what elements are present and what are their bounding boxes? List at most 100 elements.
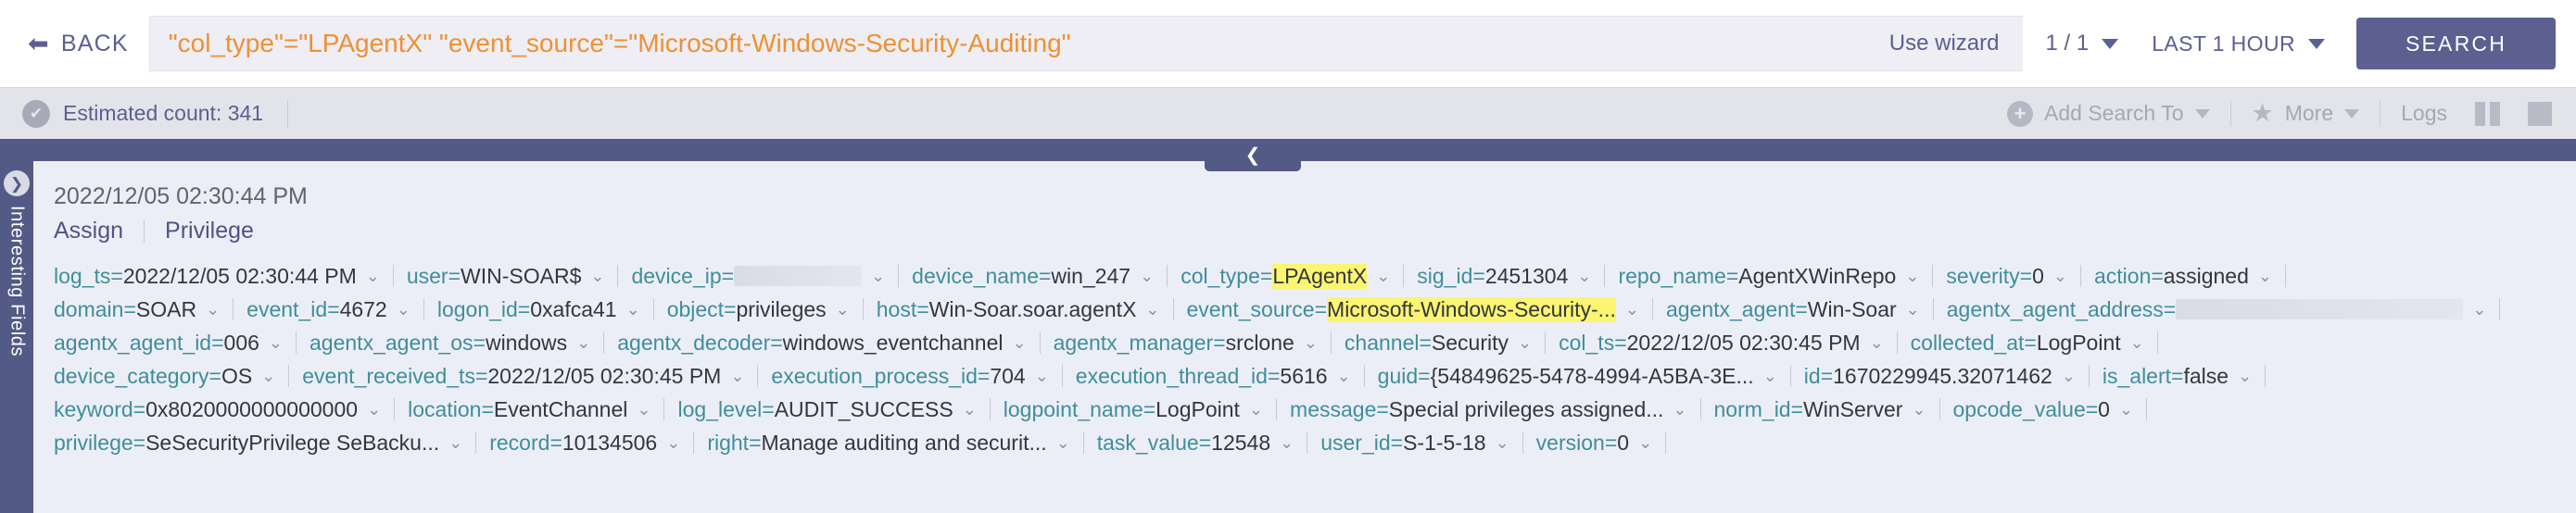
field-chip-device_category[interactable]: device_category=OS⌄ xyxy=(54,364,275,389)
use-wizard-link[interactable]: Use wizard xyxy=(1888,31,2000,56)
chevron-down-icon[interactable]: ⌄ xyxy=(1673,400,1687,419)
field-chip-host[interactable]: host=Win-Soar.soar.agentX⌄ xyxy=(877,297,1160,322)
chevron-down-icon[interactable]: ⌄ xyxy=(2257,267,2272,285)
chevron-down-icon[interactable]: ⌄ xyxy=(365,267,380,285)
search-query-input[interactable]: "col_type"="LPAgentX" "event_source"="Mi… xyxy=(168,29,1071,57)
field-chip-agentx_agent_address[interactable]: agentx_agent_address=⌄ xyxy=(1947,297,2487,322)
chevron-down-icon[interactable]: ⌄ xyxy=(1055,433,1070,452)
interesting-fields-sidebar[interactable]: ❯ Interesting Fields xyxy=(0,161,33,513)
field-chip-agentx_decoder[interactable]: agentx_decoder=windows_eventchannel⌄ xyxy=(617,331,1026,356)
field-chip-object[interactable]: object=privileges⌄ xyxy=(667,297,850,322)
chevron-down-icon[interactable]: ⌄ xyxy=(1912,400,1926,419)
chevron-down-icon[interactable]: ⌄ xyxy=(730,367,745,385)
chevron-down-icon[interactable]: ⌄ xyxy=(1376,267,1391,285)
field-chip-execution_process_id[interactable]: execution_process_id=704⌄ xyxy=(771,364,1048,389)
chevron-down-icon[interactable]: ⌄ xyxy=(1012,333,1027,352)
field-chip-privilege[interactable]: privilege=SeSecurityPrivilege SeBacku...… xyxy=(54,431,462,456)
chevron-down-icon[interactable]: ⌄ xyxy=(1248,400,1264,419)
chevron-down-icon[interactable]: ⌄ xyxy=(625,300,640,319)
chevron-down-icon[interactable]: ⌄ xyxy=(590,267,605,285)
chevron-down-icon[interactable]: ⌄ xyxy=(2061,367,2076,385)
chevron-down-icon[interactable]: ⌄ xyxy=(2118,400,2134,419)
field-chip-event_id[interactable]: event_id=4672⌄ xyxy=(246,297,410,322)
field-chip-col_type[interactable]: col_type=LPAgentX⌄ xyxy=(1181,263,1391,289)
field-chip-message[interactable]: message=Special privileges assigned...⌄ xyxy=(1290,397,1686,422)
chevron-down-icon[interactable]: ⌄ xyxy=(1140,267,1155,285)
field-chip-norm_id[interactable]: norm_id=WinServer⌄ xyxy=(1714,397,1926,422)
chevron-down-icon[interactable]: ⌄ xyxy=(2129,333,2144,352)
field-chip-user[interactable]: user=WIN-SOAR$⌄ xyxy=(407,264,605,289)
add-search-to-button[interactable]: + Add Search To xyxy=(2007,100,2210,127)
logs-view-group[interactable]: Logs xyxy=(2401,101,2552,126)
chevron-down-icon[interactable]: ⌄ xyxy=(2472,300,2487,319)
chevron-right-circle-icon[interactable]: ❯ xyxy=(4,170,30,196)
field-chip-agentx_agent_os[interactable]: agentx_agent_os=windows⌄ xyxy=(309,331,590,356)
field-chip-repo_name[interactable]: repo_name=AgentXWinRepo⌄ xyxy=(1618,264,1919,289)
chevron-down-icon[interactable]: ⌄ xyxy=(206,300,221,319)
field-chip-version[interactable]: version=0⌄ xyxy=(1536,431,1652,456)
field-chip-location[interactable]: location=EventChannel⌄ xyxy=(408,397,650,422)
field-chip-id[interactable]: id=1670229945.32071462⌄ xyxy=(1804,364,2076,389)
chevron-down-icon[interactable]: ⌄ xyxy=(367,400,382,419)
chevron-down-icon[interactable]: ⌄ xyxy=(962,400,977,419)
field-chip-event_received_ts[interactable]: event_received_ts=2022/12/05 02:30:45 PM… xyxy=(302,364,744,389)
chevron-down-icon[interactable]: ⌄ xyxy=(1518,333,1533,352)
field-chip-guid[interactable]: guid={54849625-5478-4994-A5BA-3E...⌄ xyxy=(1378,364,1777,389)
event-action-assign[interactable]: Assign xyxy=(54,218,124,244)
field-chip-severity[interactable]: severity=0⌄ xyxy=(1946,264,2067,289)
field-chip-keyword[interactable]: keyword=0x8020000000000000⌄ xyxy=(54,397,381,422)
chevron-down-icon[interactable]: ⌄ xyxy=(576,333,591,352)
field-chip-right[interactable]: right=Manage auditing and securit...⌄ xyxy=(707,431,1069,456)
field-chip-sig_id[interactable]: sig_id=2451304⌄ xyxy=(1417,264,1591,289)
chevron-down-icon[interactable]: ⌄ xyxy=(1303,333,1318,352)
time-range-selector[interactable]: LAST 1 HOUR xyxy=(2133,31,2343,56)
field-chip-channel[interactable]: channel=Security⌄ xyxy=(1345,331,1532,356)
chevron-down-icon[interactable]: ⌄ xyxy=(666,433,681,452)
more-button[interactable]: ★ More xyxy=(2252,101,2360,126)
chevron-down-icon[interactable]: ⌄ xyxy=(1905,267,1920,285)
chevron-down-icon[interactable]: ⌄ xyxy=(1624,300,1639,319)
field-chip-log_ts[interactable]: log_ts=2022/12/05 02:30:44 PM⌄ xyxy=(54,264,380,289)
field-chip-agentx_manager[interactable]: agentx_manager=srclone⌄ xyxy=(1054,331,1318,356)
field-chip-task_value[interactable]: task_value=12548⌄ xyxy=(1097,431,1294,456)
chevron-down-icon[interactable]: ⌄ xyxy=(448,433,463,452)
chevron-down-icon[interactable]: ⌄ xyxy=(1762,367,1777,385)
chevron-down-icon[interactable]: ⌄ xyxy=(1638,433,1653,452)
field-chip-user_id[interactable]: user_id=S-1-5-18⌄ xyxy=(1320,431,1509,456)
columns-view-icon[interactable] xyxy=(2475,101,2500,126)
chevron-down-icon[interactable]: ⌄ xyxy=(1577,267,1592,285)
chevron-down-icon[interactable]: ⌄ xyxy=(2238,367,2253,385)
page-indicator[interactable]: 1 / 1 xyxy=(2023,31,2133,56)
field-chip-agentx_agent_id[interactable]: agentx_agent_id=006⌄ xyxy=(54,331,283,356)
field-chip-execution_thread_id[interactable]: execution_thread_id=5616⌄ xyxy=(1076,364,1351,389)
search-query-container[interactable]: "col_type"="LPAgentX" "event_source"="Mi… xyxy=(148,16,2024,71)
chevron-down-icon[interactable]: ⌄ xyxy=(1034,367,1049,385)
chevron-down-icon[interactable]: ⌄ xyxy=(396,300,410,319)
chevron-down-icon[interactable]: ⌄ xyxy=(1280,433,1294,452)
search-button[interactable]: SEARCH xyxy=(2356,18,2556,69)
field-chip-device_name[interactable]: device_name=win_247⌄ xyxy=(912,264,1154,289)
chevron-down-icon[interactable]: ⌄ xyxy=(1869,333,1884,352)
field-chip-agentx_agent[interactable]: agentx_agent=Win-Soar⌄ xyxy=(1666,297,1920,322)
field-chip-logpoint_name[interactable]: logpoint_name=LogPoint⌄ xyxy=(1004,397,1263,422)
field-chip-device_ip[interactable]: device_ip=⌄ xyxy=(631,264,885,289)
chevron-down-icon[interactable]: ⌄ xyxy=(1145,300,1160,319)
grid-view-icon[interactable] xyxy=(2528,101,2552,126)
chevron-down-icon[interactable]: ⌄ xyxy=(1495,433,1509,452)
field-chip-col_ts[interactable]: col_ts=2022/12/05 02:30:45 PM⌄ xyxy=(1559,331,1884,356)
field-chip-event_source[interactable]: event_source=Microsoft-Windows-Security-… xyxy=(1187,296,1639,322)
chevron-down-icon[interactable]: ⌄ xyxy=(2052,267,2067,285)
chevron-down-icon[interactable]: ⌄ xyxy=(871,267,886,285)
field-chip-domain[interactable]: domain=SOAR⌄ xyxy=(54,297,220,322)
field-chip-log_level[interactable]: log_level=AUDIT_SUCCESS⌄ xyxy=(677,397,976,422)
event-action-privilege[interactable]: Privilege xyxy=(165,218,254,244)
chevron-down-icon[interactable]: ⌄ xyxy=(261,367,276,385)
field-chip-collected_at[interactable]: collected_at=LogPoint⌄ xyxy=(1911,331,2144,356)
field-chip-action[interactable]: action=assigned⌄ xyxy=(2094,264,2272,289)
field-chip-opcode_value[interactable]: opcode_value=0⌄ xyxy=(1953,397,2134,422)
chevron-down-icon[interactable]: ⌄ xyxy=(1336,367,1351,385)
collapse-panel-toggle[interactable]: ❮ xyxy=(1205,139,1301,171)
back-button[interactable]: ⬅ BACK xyxy=(28,31,149,57)
chevron-down-icon[interactable]: ⌄ xyxy=(835,300,850,319)
field-chip-is_alert[interactable]: is_alert=false⌄ xyxy=(2102,364,2252,389)
